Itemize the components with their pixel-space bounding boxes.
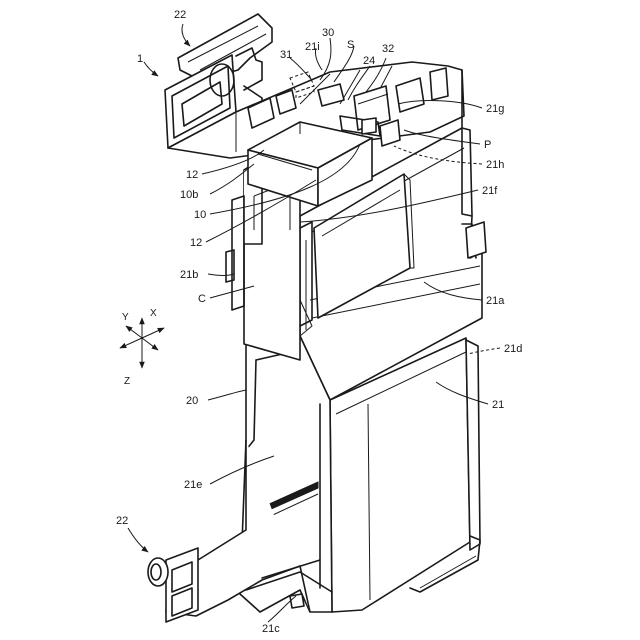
label-10: 10 — [194, 209, 206, 221]
label-C: C — [198, 293, 206, 305]
label-1: 1 — [137, 53, 143, 65]
label-21: 21 — [492, 399, 504, 411]
label-22-bottom: 22 — [116, 515, 128, 527]
label-21b: 21b — [180, 269, 198, 281]
label-32: 32 — [382, 43, 394, 55]
label-21f: 21f — [482, 185, 498, 197]
label-21g: 21g — [486, 103, 504, 115]
label-21e: 21e — [184, 479, 202, 491]
label-P: P — [484, 139, 491, 151]
axis-label-x: X — [150, 308, 157, 319]
label-20: 20 — [186, 395, 198, 407]
label-21c: 21c — [262, 623, 280, 635]
label-22-top: 22 — [174, 9, 186, 21]
label-21a: 21a — [486, 295, 505, 307]
label-24: 24 — [363, 55, 375, 67]
label-21i: 21i — [305, 41, 320, 53]
label-21h: 21h — [486, 159, 504, 171]
label-12-b: 12 — [190, 237, 202, 249]
label-12-a: 12 — [186, 169, 198, 181]
label-10b: 10b — [180, 189, 198, 201]
label-30: 30 — [322, 27, 334, 39]
axis-label-y: Y — [122, 312, 129, 323]
axis-labels: Y X Z — [122, 308, 157, 387]
label-21d: 21d — [504, 343, 522, 355]
axis-triad — [120, 318, 164, 368]
label-S: S — [347, 39, 354, 51]
axis-label-z: Z — [124, 376, 130, 387]
label-31: 31 — [280, 49, 292, 61]
